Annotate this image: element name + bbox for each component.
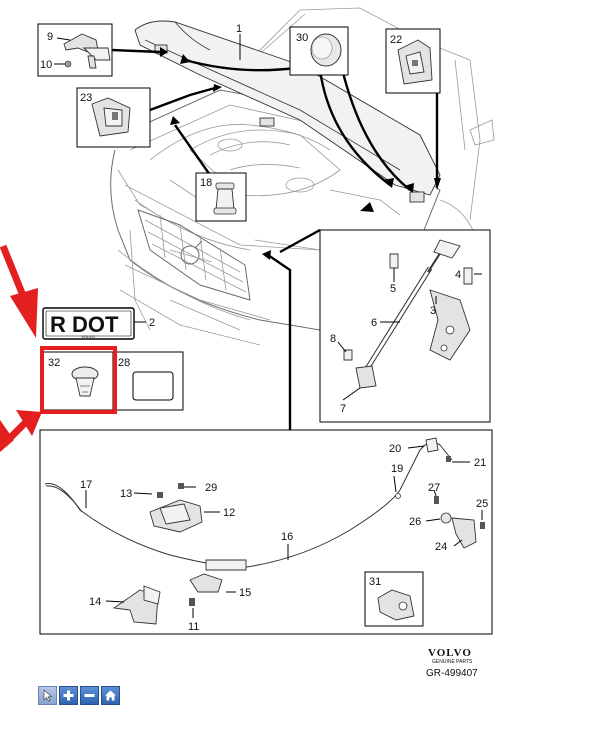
hood-panel <box>134 20 441 203</box>
callout-box-31 <box>364 571 424 627</box>
callout-box-22 <box>385 28 441 94</box>
callout-label-10: 10 <box>40 59 52 71</box>
callout-label-7: 7 <box>340 403 346 415</box>
callout-label-17: 17 <box>80 479 92 491</box>
home-button[interactable] <box>101 686 120 705</box>
cursor-button[interactable] <box>38 686 57 705</box>
red-arrow-down-icon <box>0 244 38 338</box>
callout-label-14: 14 <box>89 596 101 608</box>
genuine-parts-label: GENUINE PARTS <box>432 659 473 665</box>
license-plate <box>42 307 135 340</box>
callout-box-9-10 <box>37 23 113 77</box>
callout-label-23: 23 <box>80 92 92 104</box>
callout-label-19: 19 <box>391 463 403 475</box>
callout-box-30 <box>289 26 349 76</box>
callout-label-11: 11 <box>188 621 199 633</box>
callout-label-30: 30 <box>296 32 308 44</box>
zoom-in-icon <box>63 690 74 701</box>
callout-box-18 <box>195 172 247 222</box>
callout-label-24: 24 <box>435 541 447 553</box>
home-icon <box>105 690 116 701</box>
cursor-icon <box>43 689 53 702</box>
callout-label-8: 8 <box>330 333 336 345</box>
callout-label-3: 3 <box>430 305 436 317</box>
red-arrow-up-icon <box>0 410 42 452</box>
callout-label-28: 28 <box>118 357 130 369</box>
callout-label-12: 12 <box>223 507 235 519</box>
callout-label-27: 27 <box>428 482 440 494</box>
callout-label-6: 6 <box>371 317 377 329</box>
zoom-in-button[interactable] <box>59 686 78 705</box>
callout-label-21: 21 <box>474 457 486 469</box>
plate-text: R DOT <box>50 312 119 337</box>
callout-label-2: 2 <box>149 317 155 329</box>
highlight-frame <box>40 346 117 414</box>
callout-box-28 <box>112 351 184 411</box>
zoom-out-button[interactable] <box>80 686 99 705</box>
leader-lines <box>111 47 441 571</box>
callout-label-22: 22 <box>390 34 402 46</box>
callout-label-13: 13 <box>120 488 132 500</box>
callout-label-26: 26 <box>409 516 421 528</box>
release-cable-panel <box>39 429 493 635</box>
gas-strut-panel <box>319 229 491 423</box>
callout-label-15: 15 <box>239 587 251 599</box>
callout-label-16: 16 <box>281 531 293 543</box>
plate-brand: VOLVO <box>81 334 95 339</box>
callout-label-4: 4 <box>455 269 461 281</box>
callout-label-9: 9 <box>47 31 53 43</box>
callout-label-31: 31 <box>369 576 381 588</box>
volvo-logo: VOLVO <box>428 647 472 659</box>
callout-label-18: 18 <box>200 177 212 189</box>
diagram-toolbar <box>38 686 120 705</box>
zoom-out-icon <box>84 694 95 697</box>
drawing-code: GR-499407 <box>426 668 478 679</box>
callout-label-29: 29 <box>205 482 217 494</box>
callout-label-25: 25 <box>476 498 488 510</box>
callout-label-5: 5 <box>390 283 396 295</box>
callout-label-20: 20 <box>389 443 401 455</box>
callout-label-1: 1 <box>236 23 242 35</box>
callout-label-32: 32 <box>48 357 60 369</box>
callout-box-23 <box>76 87 151 148</box>
